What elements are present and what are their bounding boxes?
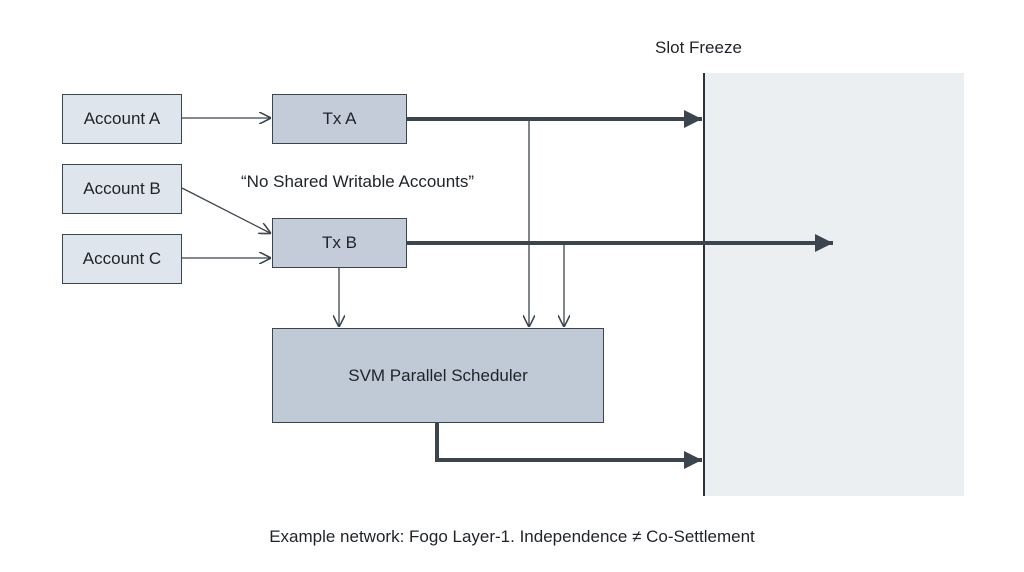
annotation-no-shared-writable: “No Shared Writable Accounts” <box>241 172 475 191</box>
tx-b-label: Tx B <box>322 233 357 252</box>
tx-b-node[interactable]: Tx B <box>272 218 407 268</box>
account-b-node[interactable]: Account B <box>62 164 182 214</box>
scheduler-node[interactable]: SVM Parallel Scheduler <box>272 328 604 423</box>
account-c-label: Account C <box>82 249 162 268</box>
account-a-label: Account A <box>83 109 161 128</box>
edge-scheduler-freeze <box>435 423 702 469</box>
account-b-label: Account B <box>83 179 161 198</box>
tx-a-label: Tx A <box>322 109 357 128</box>
caption: Example network: Fogo Layer-1. Independe… <box>269 527 755 546</box>
account-a-node[interactable]: Account A <box>62 94 182 144</box>
tx-a-node[interactable]: Tx A <box>272 94 407 144</box>
post-freeze-region <box>705 73 964 496</box>
slot-freeze-label: Slot Freeze <box>655 38 742 57</box>
account-c-node[interactable]: Account C <box>62 234 182 284</box>
edge-account-b-tx-b <box>181 187 270 233</box>
scheduler-label: SVM Parallel Scheduler <box>348 365 528 385</box>
